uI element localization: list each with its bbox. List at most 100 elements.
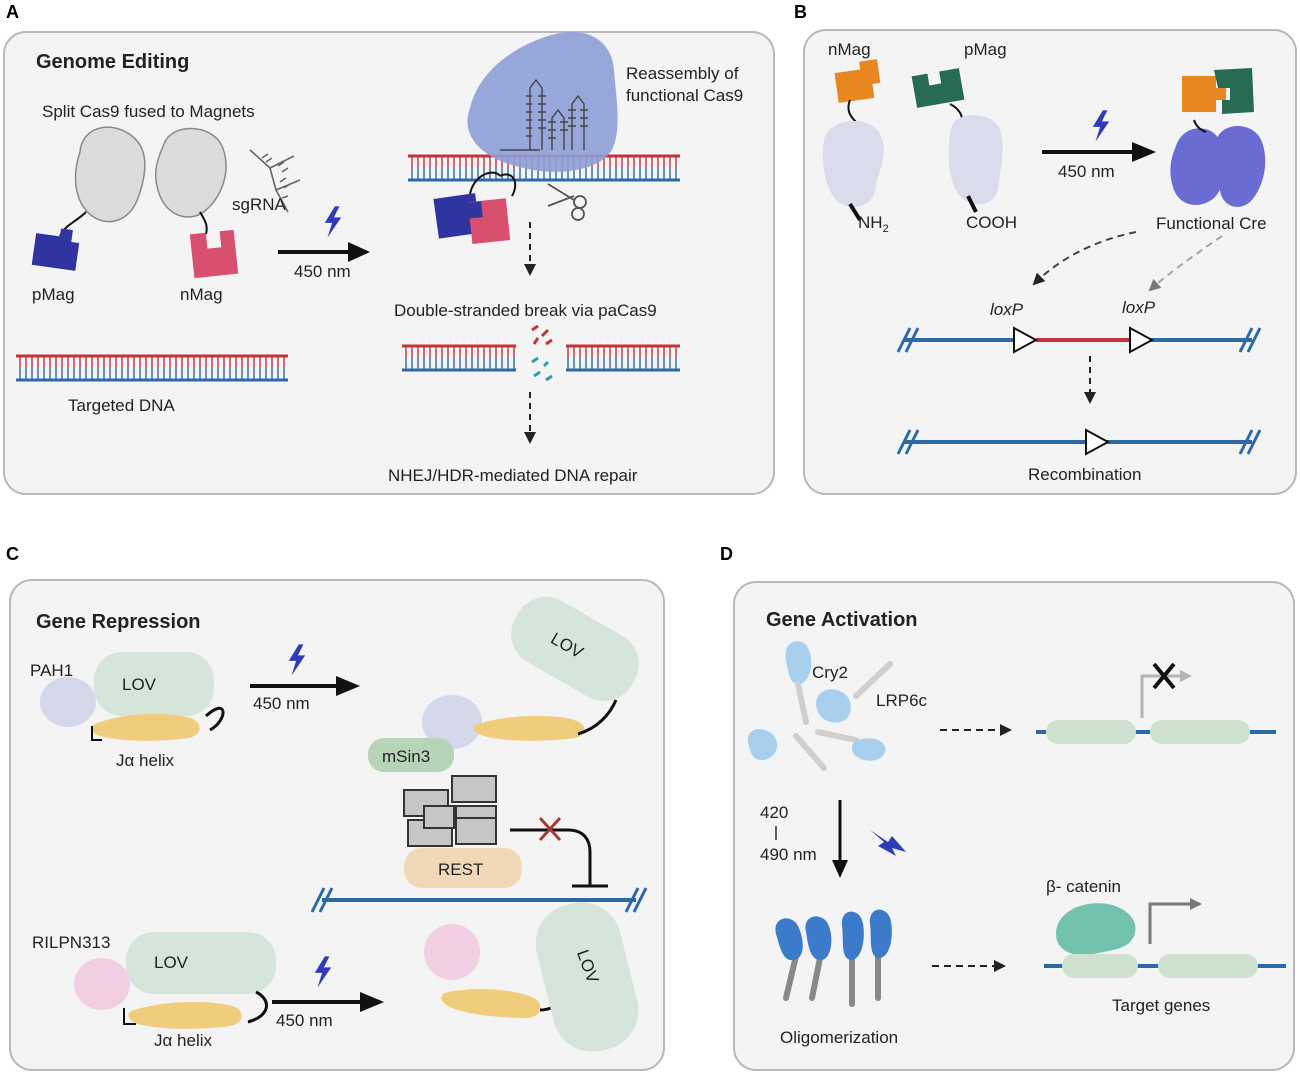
beta-catenin-domain	[1056, 903, 1136, 956]
ja-helix-1	[91, 713, 200, 741]
corepressor-complex	[403, 775, 497, 847]
recombination-label: Recombination	[1028, 465, 1141, 484]
light-arrow-head-c1	[336, 676, 360, 696]
cre-c-half	[948, 115, 1003, 205]
targeted-dna-label: Targeted DNA	[68, 396, 175, 415]
panel-c-title: Gene Repression	[36, 611, 201, 633]
rilpn313-domain	[74, 958, 130, 1010]
split-cas9-label: Split Cas9 fused to Magnets	[42, 102, 255, 121]
panel-d-title: Gene Activation	[766, 609, 918, 631]
nmag-label-b: nMag	[828, 40, 871, 59]
light-bolt-icon-d	[870, 830, 906, 856]
oligomerization-label: Oligomerization	[780, 1028, 898, 1047]
functional-cre-label: Functional Cre	[1156, 214, 1267, 233]
pmag-block	[31, 228, 80, 271]
panel-b-box	[803, 29, 1297, 495]
target-genes-label: Target genes	[1112, 996, 1210, 1015]
loxp-dna	[896, 326, 1262, 354]
light-arrow-head-c2	[360, 992, 384, 1012]
loxp-triangle-3	[1085, 428, 1111, 456]
pah1-domain	[40, 677, 96, 727]
nh2-tail	[848, 202, 862, 222]
linker-c3	[247, 990, 268, 1024]
lov-domain-2	[511, 596, 639, 702]
cas9-c-half	[154, 127, 227, 218]
cas9-n-half	[74, 126, 146, 223]
lov-domain-3	[126, 932, 276, 994]
panel-letter-c: C	[6, 544, 19, 564]
nmag-linker-b	[847, 99, 857, 123]
msin3-domain	[368, 738, 454, 772]
repression-x-icon	[538, 816, 562, 842]
lov-label-3: LOV	[154, 953, 189, 972]
nmag-linker	[199, 211, 208, 235]
reassembled-linker	[469, 171, 517, 197]
ja-helix-label-1: Jα helix	[116, 751, 175, 770]
cry2-oligomer	[775, 909, 892, 1007]
dsb-label: Double-stranded break via paCas9	[394, 301, 657, 320]
reassembly-label-1: Reassembly of	[626, 64, 739, 83]
ja-helix-3	[128, 1001, 242, 1029]
cre-left-lobe	[1170, 128, 1225, 205]
linker-c1	[204, 707, 225, 732]
sgrna-label: sgRNA	[232, 195, 287, 214]
cry2-monomers	[747, 641, 893, 771]
beta-catenin-label: β- catenin	[1046, 877, 1121, 896]
cre-linker	[1193, 119, 1207, 133]
wavelength-label-b: 450 nm	[1058, 162, 1115, 181]
nmag-block	[189, 229, 239, 279]
cre-n-half	[822, 121, 884, 208]
cut-dna	[402, 324, 680, 382]
linker-c2	[577, 699, 618, 736]
light-arrow-head-d	[832, 860, 848, 878]
rilpn313-label: RILPN313	[32, 933, 110, 952]
panel-letter-d: D	[720, 544, 733, 564]
lov-domain-1	[94, 652, 214, 716]
guide-rna-icon	[500, 78, 588, 151]
linker-c3b	[123, 1008, 136, 1025]
reassembly-label-2: functional Cas9	[626, 86, 743, 105]
recombined-dna	[896, 428, 1262, 456]
lov-domain-4	[535, 902, 639, 1052]
lov-label-1: LOV	[122, 675, 157, 694]
linker-c1b	[91, 726, 102, 741]
panel-c: C Gene Repression PAH1 LOV Jα helix 450 …	[6, 544, 665, 1071]
lrp6c-label: LRP6c	[876, 691, 928, 710]
panel-a-title: Genome Editing	[36, 51, 189, 73]
pmag-green-block	[911, 68, 965, 108]
repair-label: NHEJ/HDR-mediated DNA repair	[388, 466, 638, 485]
wavelength-label-c2: 450 nm	[276, 1011, 333, 1030]
targeted-dna	[16, 354, 288, 382]
cre-orange-block	[1182, 76, 1226, 112]
active-gene	[1044, 898, 1286, 978]
pmag-label: pMag	[32, 285, 75, 304]
loxp-triangle-1	[1013, 326, 1039, 354]
panel-b: B nMag pMag NH2 COOH 450 nm Functional C…	[794, 2, 1297, 495]
panel-letter-b: B	[794, 2, 807, 22]
loxp-triangle-2	[1129, 326, 1155, 354]
nh2-label: NH2	[858, 213, 889, 235]
light-arrow-head-b	[1132, 142, 1156, 162]
repression-arrow	[510, 828, 592, 886]
nmag-label: nMag	[180, 285, 223, 304]
rest-domain	[404, 848, 522, 888]
ja-helix-4	[441, 989, 541, 1018]
inactive-gene	[1036, 662, 1276, 744]
panel-d: D Gene Activation Cry2 LRP6c 420 49	[720, 544, 1295, 1071]
panel-a: A Genome Editing Split Cas9 fused to Mag…	[3, 2, 775, 495]
wavelength-label-c1: 450 nm	[253, 694, 310, 713]
cooh-tail	[966, 195, 978, 213]
msin3-label: mSin3	[382, 747, 430, 766]
no-transcription-x-icon	[1152, 662, 1176, 690]
wavelength-top: 420	[760, 803, 788, 822]
ja-helix-2	[473, 715, 585, 741]
cre-arrow-left	[1032, 231, 1137, 286]
cre-right-lobe	[1215, 125, 1266, 207]
loxp-label-1: loxP	[990, 300, 1024, 319]
cooh-label: COOH	[966, 213, 1017, 232]
cry2-label: Cry2	[812, 663, 848, 682]
loxp-label-2: loxP	[1122, 298, 1156, 317]
wavelength-label-a: 450 nm	[294, 262, 351, 281]
pah1-label: PAH1	[30, 661, 73, 680]
